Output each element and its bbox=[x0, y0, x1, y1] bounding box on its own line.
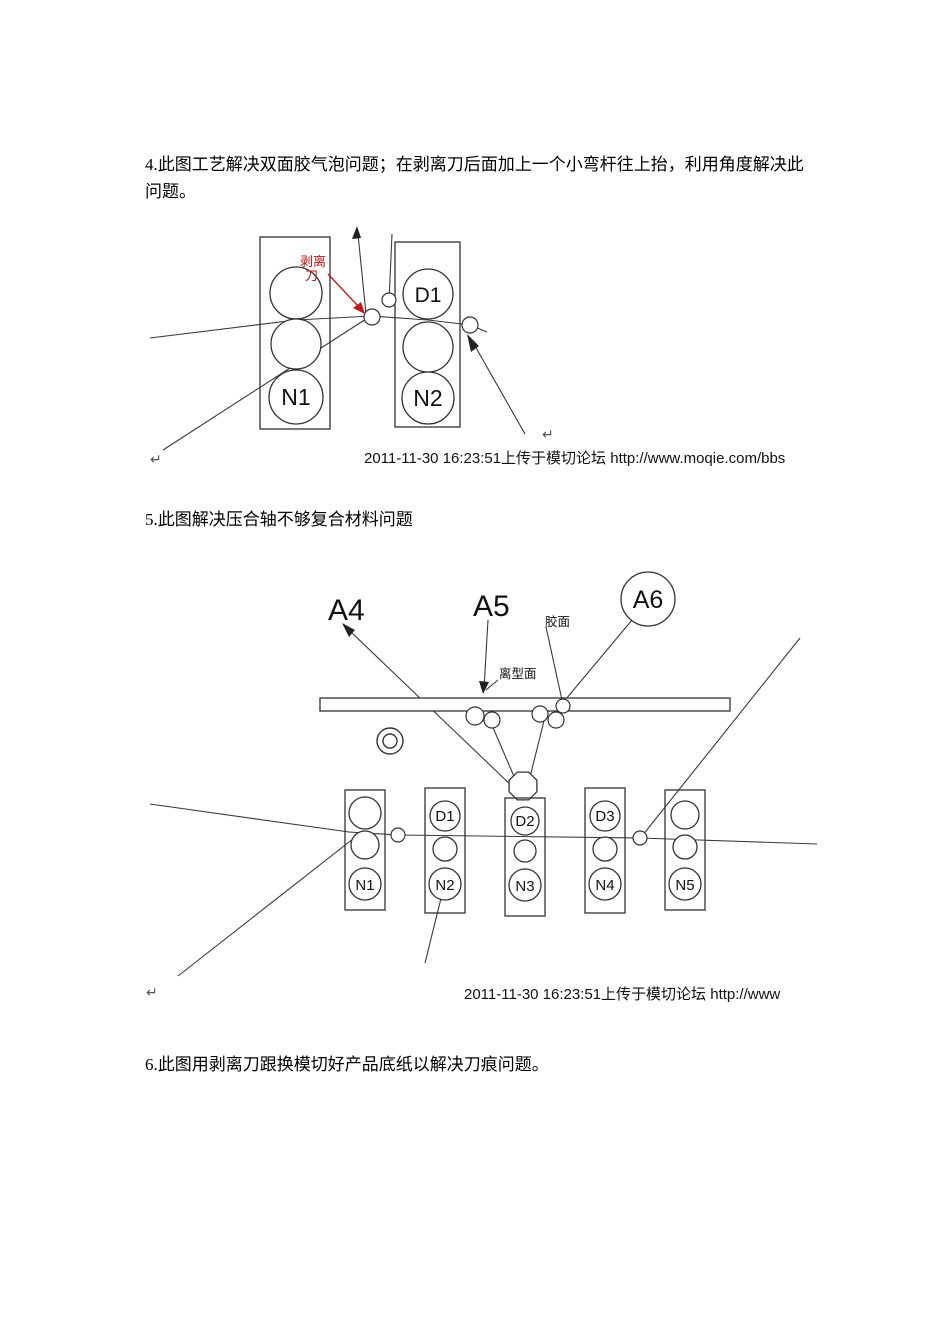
station-d3-n4: D3 N4 bbox=[584, 787, 626, 914]
paragraph-item-5: 5.此图解决压合轴不够复合材料问题 bbox=[145, 510, 413, 529]
roller-label-n1: N1 bbox=[355, 877, 374, 894]
upload-caption-2: 2011-11-30 16:23:51上传于模切论坛 http://www bbox=[464, 986, 781, 1003]
roller-label-d1: D1 bbox=[415, 284, 442, 307]
roller-label-n3: N3 bbox=[515, 878, 534, 895]
up-arrowhead-icon bbox=[352, 226, 361, 239]
peel-knife-pointer bbox=[327, 273, 359, 307]
guide-ring-inner bbox=[382, 733, 398, 749]
exit-roller bbox=[461, 316, 479, 334]
label-a6: A6 bbox=[633, 586, 664, 614]
paragraph-item-4: 4.此图工艺解决双面胶气泡问题；在剥离刀后面加上一个小弯杆往上抬，利用角度解决此… bbox=[145, 155, 804, 201]
mid-roller bbox=[390, 827, 406, 843]
label-a5: A5 bbox=[473, 590, 510, 623]
diagram2-pointer-lines bbox=[149, 619, 818, 977]
linebreak-mark: ↵ bbox=[150, 451, 162, 467]
mid-roller bbox=[632, 830, 648, 846]
roller-label-n4: N4 bbox=[595, 877, 614, 894]
station-n5: N5 bbox=[664, 789, 706, 911]
roller-label-d3: D3 bbox=[595, 808, 614, 825]
solid-arrowhead-icon bbox=[467, 334, 479, 352]
label-a4: A4 bbox=[328, 594, 365, 627]
roller-label-d1: D1 bbox=[435, 808, 454, 825]
peeled-layer-up-line-2 bbox=[388, 233, 393, 302]
roller-label-n2: N2 bbox=[435, 877, 454, 894]
roller-label-n2: N2 bbox=[413, 385, 442, 411]
linebreak-mark: ↵ bbox=[146, 984, 158, 1000]
peel-knife-label-line1: 剥离 bbox=[300, 254, 326, 269]
peel-knife-arrowhead-icon bbox=[353, 302, 365, 314]
roller-label-n5: N5 bbox=[675, 877, 694, 894]
solid-arrow-tail bbox=[474, 345, 526, 435]
label-a6-circle bbox=[620, 571, 676, 627]
diagram-peel-knife: N1 D1 N2 剥离 刀 bbox=[149, 226, 526, 451]
paragraph-item-6: 6.此图用剥离刀跟换模切好产品底纸以解决刀痕问题。 bbox=[145, 1055, 549, 1074]
octagon-guide bbox=[508, 771, 538, 801]
a5-pointer bbox=[483, 619, 489, 690]
plate-roller bbox=[531, 705, 549, 723]
glue-pointer bbox=[545, 626, 563, 701]
station-d1-n2: D1 N2 bbox=[394, 241, 461, 428]
label-release-side: 离型面 bbox=[499, 666, 537, 681]
lamination-plate bbox=[319, 697, 731, 712]
release-label-tick bbox=[485, 679, 499, 691]
bend-bar-roller bbox=[363, 308, 381, 326]
station-n1: N1 bbox=[259, 236, 331, 430]
linebreak-mark: ↵ bbox=[542, 426, 554, 442]
plate-roller bbox=[547, 711, 565, 729]
upload-caption-1: 2011-11-30 16:23:51上传于模切论坛 http://www.mo… bbox=[364, 450, 786, 467]
peeled-layer-up-line bbox=[357, 233, 367, 315]
station-n1: N1 bbox=[344, 789, 386, 911]
plate-roller bbox=[555, 698, 571, 714]
label-glue-side: 胶面 bbox=[545, 614, 570, 629]
a4-arrowhead-icon bbox=[342, 623, 355, 637]
a6-pointer bbox=[565, 619, 633, 700]
station-d2-n3: D2 N3 bbox=[504, 771, 546, 917]
roller-label-n1: N1 bbox=[281, 384, 310, 410]
bend-bar-roller-2 bbox=[381, 292, 397, 308]
peel-knife-label-line2: 刀 bbox=[305, 268, 318, 283]
plate-roller bbox=[465, 706, 485, 726]
roller-label-d2: D2 bbox=[515, 813, 534, 830]
web-path bbox=[149, 803, 818, 845]
diagram-lamination: A4 A5 A6 胶面 离型面 N1 D1 N2 D2 N3 bbox=[149, 571, 818, 977]
station-d1-n2: D1 N2 bbox=[424, 787, 466, 914]
plate-roller bbox=[483, 711, 501, 729]
a5-arrowhead-icon bbox=[479, 681, 489, 694]
diagram1-pointer-lines bbox=[149, 233, 526, 451]
